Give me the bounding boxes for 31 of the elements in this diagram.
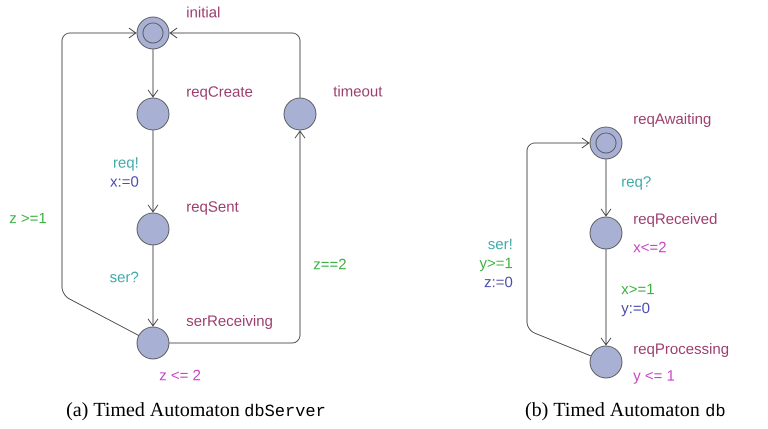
arrow bbox=[62, 28, 139, 336]
arrow bbox=[600, 159, 612, 217]
edge-label: z >=1 bbox=[8, 212, 48, 224]
invariant-label: x<=2 bbox=[633, 242, 666, 252]
caption: (b) Timed Automaton bbox=[526, 402, 700, 420]
arrow bbox=[169, 130, 306, 344]
arrow bbox=[600, 249, 612, 346]
edge-label: ser! y>=1 z:=0 bbox=[478, 238, 514, 288]
arrow bbox=[148, 49, 158, 98]
edge-label: z==2 bbox=[312, 258, 348, 270]
location-name: reqReceived bbox=[634, 213, 716, 227]
location-name: reqCreate bbox=[187, 86, 252, 100]
code-name: db bbox=[706, 404, 724, 416]
edge-label: req! x:=0 bbox=[109, 156, 140, 188]
location-name: timeout bbox=[333, 86, 382, 96]
location-name: reqAwaiting bbox=[634, 113, 710, 127]
caption: (a) Timed Automaton bbox=[67, 402, 240, 420]
location-name: serReceiving bbox=[186, 315, 272, 329]
location-name: reqSent bbox=[187, 201, 239, 215]
location-name: initial bbox=[187, 6, 220, 18]
invariant-label: y <= 1 bbox=[633, 370, 674, 384]
arrow bbox=[148, 130, 158, 213]
code-name: dbServer bbox=[245, 404, 324, 416]
arrow bbox=[526, 138, 592, 356]
arrow bbox=[148, 245, 158, 327]
edge-label: ser? bbox=[108, 270, 140, 284]
edge-label: req? bbox=[620, 175, 652, 191]
location-name: reqProcessing bbox=[634, 343, 728, 357]
edge-label: x>=1 y:=0 bbox=[620, 282, 656, 318]
arrow bbox=[169, 28, 300, 98]
invariant-label: z <= 2 bbox=[160, 370, 200, 380]
